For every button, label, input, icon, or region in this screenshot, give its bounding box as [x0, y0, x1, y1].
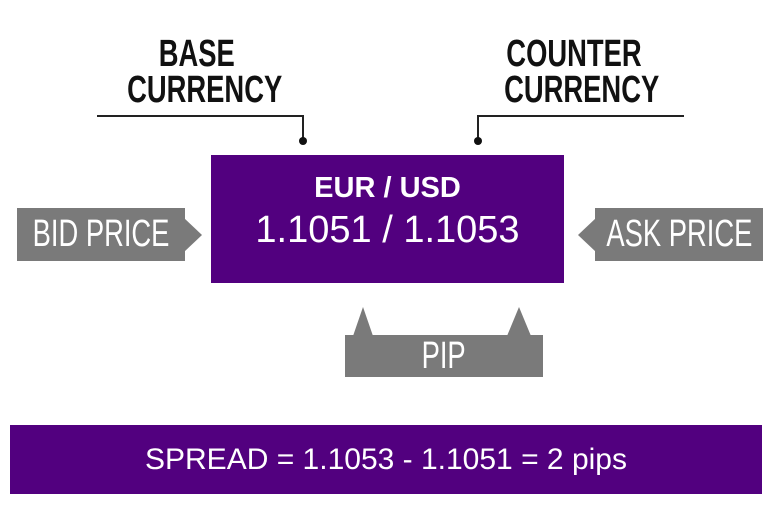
spread-bar: SPREAD = 1.1053 - 1.1051 = 2 pips [10, 425, 762, 494]
pip-arrows-icon [353, 307, 531, 336]
bid-price-callout: BID PRICE [17, 208, 185, 261]
counter-connector-h [477, 115, 684, 117]
quote-box: EUR / USD 1.1051 / 1.1053 [211, 155, 564, 283]
base-connector-dot [299, 137, 307, 145]
ask-price-callout: ASK PRICE [595, 208, 763, 261]
spread-text: SPREAD = 1.1053 - 1.1051 = 2 pips [145, 442, 627, 476]
counter-currency-label: COUNTER CURRENCY [504, 33, 660, 111]
base-currency-label: BASE CURRENCY [127, 33, 283, 111]
ask-arrow-icon [578, 218, 596, 252]
base-connector-v [302, 115, 304, 142]
currency-pair: EUR / USD [314, 172, 461, 204]
counter-connector-dot [474, 137, 482, 145]
counter-connector-v [477, 115, 479, 142]
pip-callout: PIP [345, 335, 543, 377]
bid-ask-prices: 1.1051 / 1.1053 [255, 209, 520, 251]
base-connector-h [97, 115, 303, 117]
bid-arrow-icon [184, 218, 202, 252]
